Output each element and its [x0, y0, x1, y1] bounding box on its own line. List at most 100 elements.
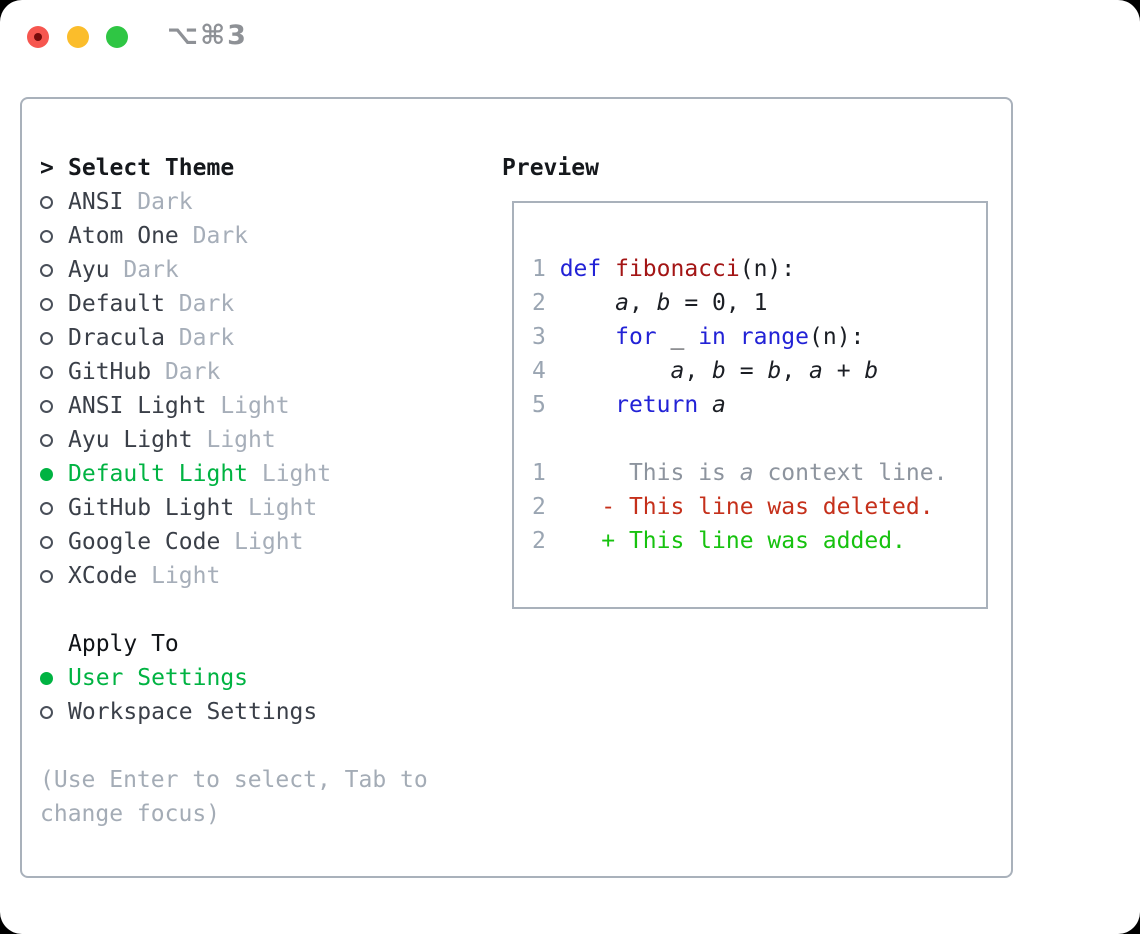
radio-icon — [40, 331, 53, 345]
code-segment-ln: 4 — [532, 358, 560, 384]
code-segment-pl: , — [684, 358, 713, 384]
titlebar: ⌥⌘3 — [0, 0, 1140, 74]
apply-option-label: User Settings — [68, 665, 249, 691]
code-segment-ctx: context line. — [753, 460, 948, 486]
code-segment-ln: 2 — [532, 494, 546, 520]
code-segment-var: a — [670, 358, 685, 384]
apply-to-header: Apply To — [40, 627, 317, 661]
code-segment-pl — [560, 358, 671, 384]
code-segment-ln: 1 — [532, 460, 546, 486]
theme-name: GitHub Light — [68, 495, 235, 521]
code-segment-add: + This line was added. — [601, 528, 906, 554]
code-segment-pl — [560, 324, 615, 350]
theme-option-github-light[interactable]: GitHub Light Light — [40, 491, 331, 525]
code-segment-pl — [546, 460, 629, 486]
code-line-4: 4 a, b = b, a + b — [532, 354, 986, 388]
code-segment-del: - This line was deleted. — [601, 494, 934, 520]
theme-tag: Light — [206, 393, 290, 419]
code-line-3: 3 for _ in range(n): — [532, 320, 986, 354]
code-segment-var: a — [615, 290, 629, 316]
code-segment-var: b — [712, 358, 726, 384]
theme-tag: Light — [137, 563, 221, 589]
theme-name: Dracula — [68, 325, 165, 351]
radio-selected-icon — [40, 671, 53, 685]
code-segment-kw: def — [559, 256, 616, 282]
theme-name: Default Light — [68, 461, 249, 487]
radio-icon — [40, 569, 53, 583]
radio-icon — [40, 433, 53, 447]
theme-tag: Light — [234, 495, 318, 521]
radio-icon — [40, 229, 53, 243]
code-segment-pl: + — [822, 358, 865, 384]
code-segment-var: b — [767, 358, 782, 384]
code-segment-pl — [726, 324, 740, 350]
code-segment-kw: range — [739, 324, 809, 350]
code-segment-ctxi: a — [739, 460, 754, 486]
code-segment-ctx: This is — [628, 460, 740, 486]
theme-name: Default — [68, 291, 165, 317]
radio-icon — [40, 263, 53, 277]
code-segment-ln: 3 — [532, 324, 560, 350]
apply-option-user-settings[interactable]: User Settings — [40, 661, 317, 695]
theme-option-ansi[interactable]: ANSI Dark — [40, 185, 331, 219]
radio-icon — [40, 365, 53, 379]
select-theme-header: > Select Theme — [40, 151, 331, 185]
theme-name: Google Code — [68, 529, 221, 555]
apply-option-workspace-settings[interactable]: Workspace Settings — [40, 695, 317, 729]
theme-option-default-light[interactable]: Default Light Light — [40, 457, 331, 491]
code-segment-fn: fibonacci — [615, 256, 740, 282]
theme-option-atom-one[interactable]: Atom One Dark — [40, 219, 331, 253]
code-segment-kw: for — [615, 324, 657, 350]
radio-icon — [40, 195, 53, 209]
theme-name: ANSI — [68, 189, 124, 215]
minimize-button[interactable] — [67, 26, 89, 48]
theme-option-xcode[interactable]: XCode Light — [40, 559, 331, 593]
code-line-5: 5 return a — [532, 388, 986, 422]
theme-option-ayu[interactable]: Ayu Dark — [40, 253, 331, 287]
theme-option-github[interactable]: GitHub Dark — [40, 355, 331, 389]
theme-tag: Dark — [109, 257, 179, 283]
radio-icon — [40, 535, 53, 549]
code-segment-pl: (n): — [739, 256, 796, 282]
code-segment-ln: 2 — [532, 528, 546, 554]
theme-option-ansi-light[interactable]: ANSI Light Light — [40, 389, 331, 423]
code-segment-pl — [698, 392, 712, 418]
code-segment-var: b — [864, 358, 879, 384]
close-button[interactable] — [27, 26, 49, 48]
theme-option-google-code[interactable]: Google Code Light — [40, 525, 331, 559]
blank-line — [532, 422, 986, 456]
code-line-2: 2 a, b = 0, 1 — [532, 286, 986, 320]
radio-icon — [40, 399, 53, 413]
theme-name: GitHub — [68, 359, 152, 385]
code-segment-kw: return — [615, 392, 699, 418]
code-segment-pl — [546, 494, 601, 520]
preview-header: Preview — [502, 155, 599, 181]
code-segment-ln: 1 — [532, 256, 560, 282]
code-segment-pl: _ — [656, 324, 699, 350]
apply-option-label: Workspace Settings — [68, 699, 318, 725]
apply-to-title: Apply To — [68, 631, 179, 657]
code-segment-kw: in — [698, 324, 726, 350]
code-segment-var: b — [656, 290, 671, 316]
code-segment-pl — [546, 528, 601, 554]
theme-name: Atom One — [68, 223, 179, 249]
radio-icon — [40, 705, 53, 719]
code-line-1: 1 def fibonacci(n): — [532, 252, 986, 286]
theme-name: ANSI Light — [68, 393, 207, 419]
theme-option-ayu-light[interactable]: Ayu Light Light — [40, 423, 331, 457]
code-segment-pl: = 0, 1 — [670, 290, 768, 316]
select-theme-title: Select Theme — [68, 155, 235, 181]
radio-selected-icon — [40, 467, 53, 481]
theme-option-dracula[interactable]: Dracula Dark — [40, 321, 331, 355]
focus-cursor-icon: > — [40, 155, 54, 181]
diff-added-line: 2 + This line was added. — [532, 524, 986, 558]
diff-deleted-line: 2 - This line was deleted. — [532, 490, 986, 524]
zoom-button[interactable] — [106, 26, 128, 48]
theme-option-default[interactable]: Default Dark — [40, 287, 331, 321]
theme-tag: Light — [220, 529, 304, 555]
